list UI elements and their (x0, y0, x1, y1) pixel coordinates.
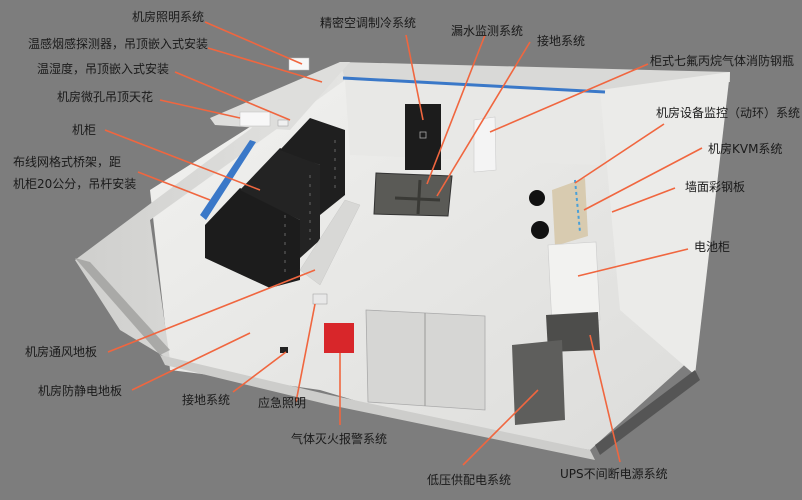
label-precision-ac: 精密空调制冷系统 (320, 16, 417, 30)
label-vent-floor: 机房通风地板 (25, 345, 98, 359)
server-cabinets (205, 118, 345, 288)
label-antistatic-floor: 机房防静电地板 (38, 384, 123, 398)
room-door (365, 309, 486, 411)
battery-cabinet (547, 241, 601, 326)
emergency-light-fixture (312, 293, 328, 305)
label-grounding-top: 接地系统 (537, 34, 586, 48)
label-env-monitoring: 机房设备监控（动环）系统 (656, 106, 801, 120)
left-wall (75, 62, 345, 360)
low-voltage-cabinet (512, 340, 565, 425)
label-emergency-light: 应急照明 (258, 396, 307, 410)
left-wall-edge (75, 258, 170, 355)
vent-floor-tiles (299, 199, 361, 286)
precision-ac-unit (405, 104, 441, 170)
label-fire-cylinder: 柜式七氟丙烷气体消防钢瓶 (650, 54, 795, 68)
operator-desk (529, 178, 588, 246)
label-low-voltage: 低压供配电系统 (427, 473, 512, 487)
fire-cylinder-cabinet (473, 116, 497, 173)
label-wall-panel: 墙面彩钢板 (685, 180, 746, 194)
label-room-lighting: 机房照明系统 (132, 10, 205, 24)
back-cable-tray (342, 76, 606, 94)
leader-lines (104, 21, 703, 466)
right-wall-edge (595, 370, 700, 455)
gas-fire-alarm-box (324, 323, 354, 353)
label-leak-detection: 漏水监测系统 (451, 24, 524, 38)
ceiling-light-grille-2 (239, 111, 271, 127)
temp-humidity-sensor (277, 119, 289, 127)
label-battery-cabinet: 电池柜 (694, 240, 731, 254)
label-cable-tray: 布线网格式桥架，距 机柜20公分，吊杆安装 (13, 155, 137, 191)
label-smoke-detector: 温感烟感探测器，吊顶嵌入式安装 (28, 37, 209, 51)
floor-pit (373, 172, 453, 217)
label-grounding-bottom: 接地系统 (182, 393, 231, 407)
label-cabinet: 机柜 (72, 123, 97, 137)
label-temp-humidity: 温湿度，吊顶嵌入式安装 (37, 62, 170, 76)
label-ups: UPS不间断电源系统 (560, 467, 668, 481)
right-wall (600, 72, 730, 375)
front-wall (160, 355, 595, 460)
label-perforated-ceiling: 机房微孔吊顶天花 (57, 90, 154, 104)
label-kvm: 机房KVM系统 (708, 142, 783, 156)
ground-socket (280, 347, 288, 353)
cable-tray-icon (200, 140, 256, 220)
label-gas-fire-alarm: 气体灭火报警系统 (291, 432, 388, 446)
back-wall-face (345, 80, 600, 165)
